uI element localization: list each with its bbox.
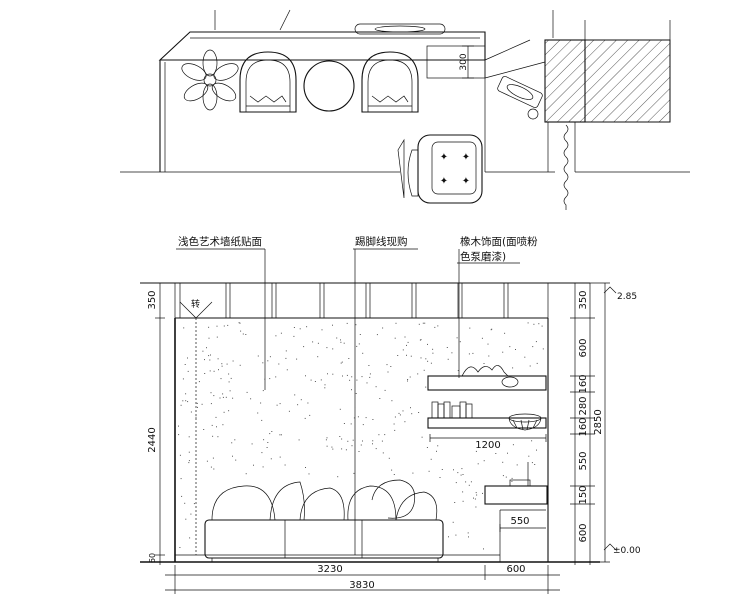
plan-wall-line <box>484 61 546 79</box>
small-plant-icon <box>527 108 539 120</box>
right-dim-label: 150 <box>578 485 589 504</box>
svg-text:✦: ✦ <box>440 176 448 187</box>
right-dim-label: 600 <box>578 338 589 357</box>
sofa-elevation-icon <box>204 479 444 562</box>
total-height-label: 2850 <box>593 409 604 434</box>
left-dim-label: 2440 <box>147 427 158 452</box>
svg-text:✦: ✦ <box>462 152 470 163</box>
right-dim-ticks <box>570 282 610 563</box>
left-dim-label: 60 <box>148 553 157 563</box>
right-dim-label: 550 <box>578 451 589 470</box>
svg-text:✦: ✦ <box>462 176 470 187</box>
right-dim-label: 280 <box>578 396 589 415</box>
books-decoration-icon <box>431 401 473 419</box>
bowl-decoration-icon <box>501 376 519 388</box>
plant-decoration-icon <box>461 365 509 377</box>
level-bottom-label: ±0.00 <box>613 546 641 556</box>
level-top-label: 2.85 <box>617 292 637 302</box>
right-dim-label: 600 <box>578 523 589 542</box>
plan-wall-line <box>279 9 291 31</box>
curtain-plan-icon <box>563 124 569 210</box>
dim-300-label: 300 <box>459 53 469 70</box>
right-dim-label: 350 <box>578 290 589 309</box>
plan-view: 300 ✦ ✦ ✦ ✦ <box>120 9 690 210</box>
plan-oval-lamp <box>374 25 426 33</box>
turn-mark-label: 转 <box>191 298 200 310</box>
sofa-wall-width-label: 3230 <box>317 564 342 575</box>
level-triangle <box>603 286 617 294</box>
plan-counter <box>158 31 486 172</box>
label-wood-1: 橡木饰面(面喷粉 <box>460 235 538 248</box>
cabinet-width-bottom-label: 600 <box>506 564 525 575</box>
right-dim-label: 160 <box>578 374 589 393</box>
middle-shelf <box>427 417 547 429</box>
section-marker <box>397 138 405 199</box>
wallpaper-texture <box>178 322 544 550</box>
label-wallpaper: 浅色艺术墙纸贴面 <box>178 235 262 248</box>
shelf-width-label: 1200 <box>475 440 500 451</box>
plan-wall-line <box>484 39 531 61</box>
cabinet-width-label: 550 <box>510 516 529 527</box>
plan-cabinet <box>426 45 486 79</box>
level-triangle <box>603 543 617 551</box>
elevation-view: 浅色艺术墙纸贴面 踢脚线现购 橡木饰面(面喷粉 色泵磨漆) 转 <box>140 235 641 594</box>
flower-chandelier-icon <box>181 49 239 111</box>
right-dim-label: 160 <box>578 417 589 436</box>
basket-decoration-icon <box>508 413 542 431</box>
round-table-icon <box>303 60 355 112</box>
plan-oval-lamp <box>354 23 446 35</box>
armchair-plan-icon <box>361 51 419 113</box>
lamp-base-icon <box>509 479 531 487</box>
label-skirting: 踢脚线现购 <box>355 235 408 248</box>
side-cabinet <box>484 485 548 505</box>
svg-text:✦: ✦ <box>440 152 448 163</box>
lounge-chair-plan-icon: ✦ ✦ ✦ ✦ <box>407 134 483 204</box>
left-dim-label: 350 <box>147 290 158 309</box>
armchair-plan-icon <box>239 51 297 113</box>
upper-shelf <box>427 375 547 391</box>
column-outline <box>544 39 586 123</box>
label-wood-2: 色泵磨漆) <box>460 250 506 263</box>
overall-width-label: 3830 <box>349 580 374 591</box>
hatched-column <box>544 39 671 123</box>
floor-lamp-plan-icon <box>497 76 543 108</box>
